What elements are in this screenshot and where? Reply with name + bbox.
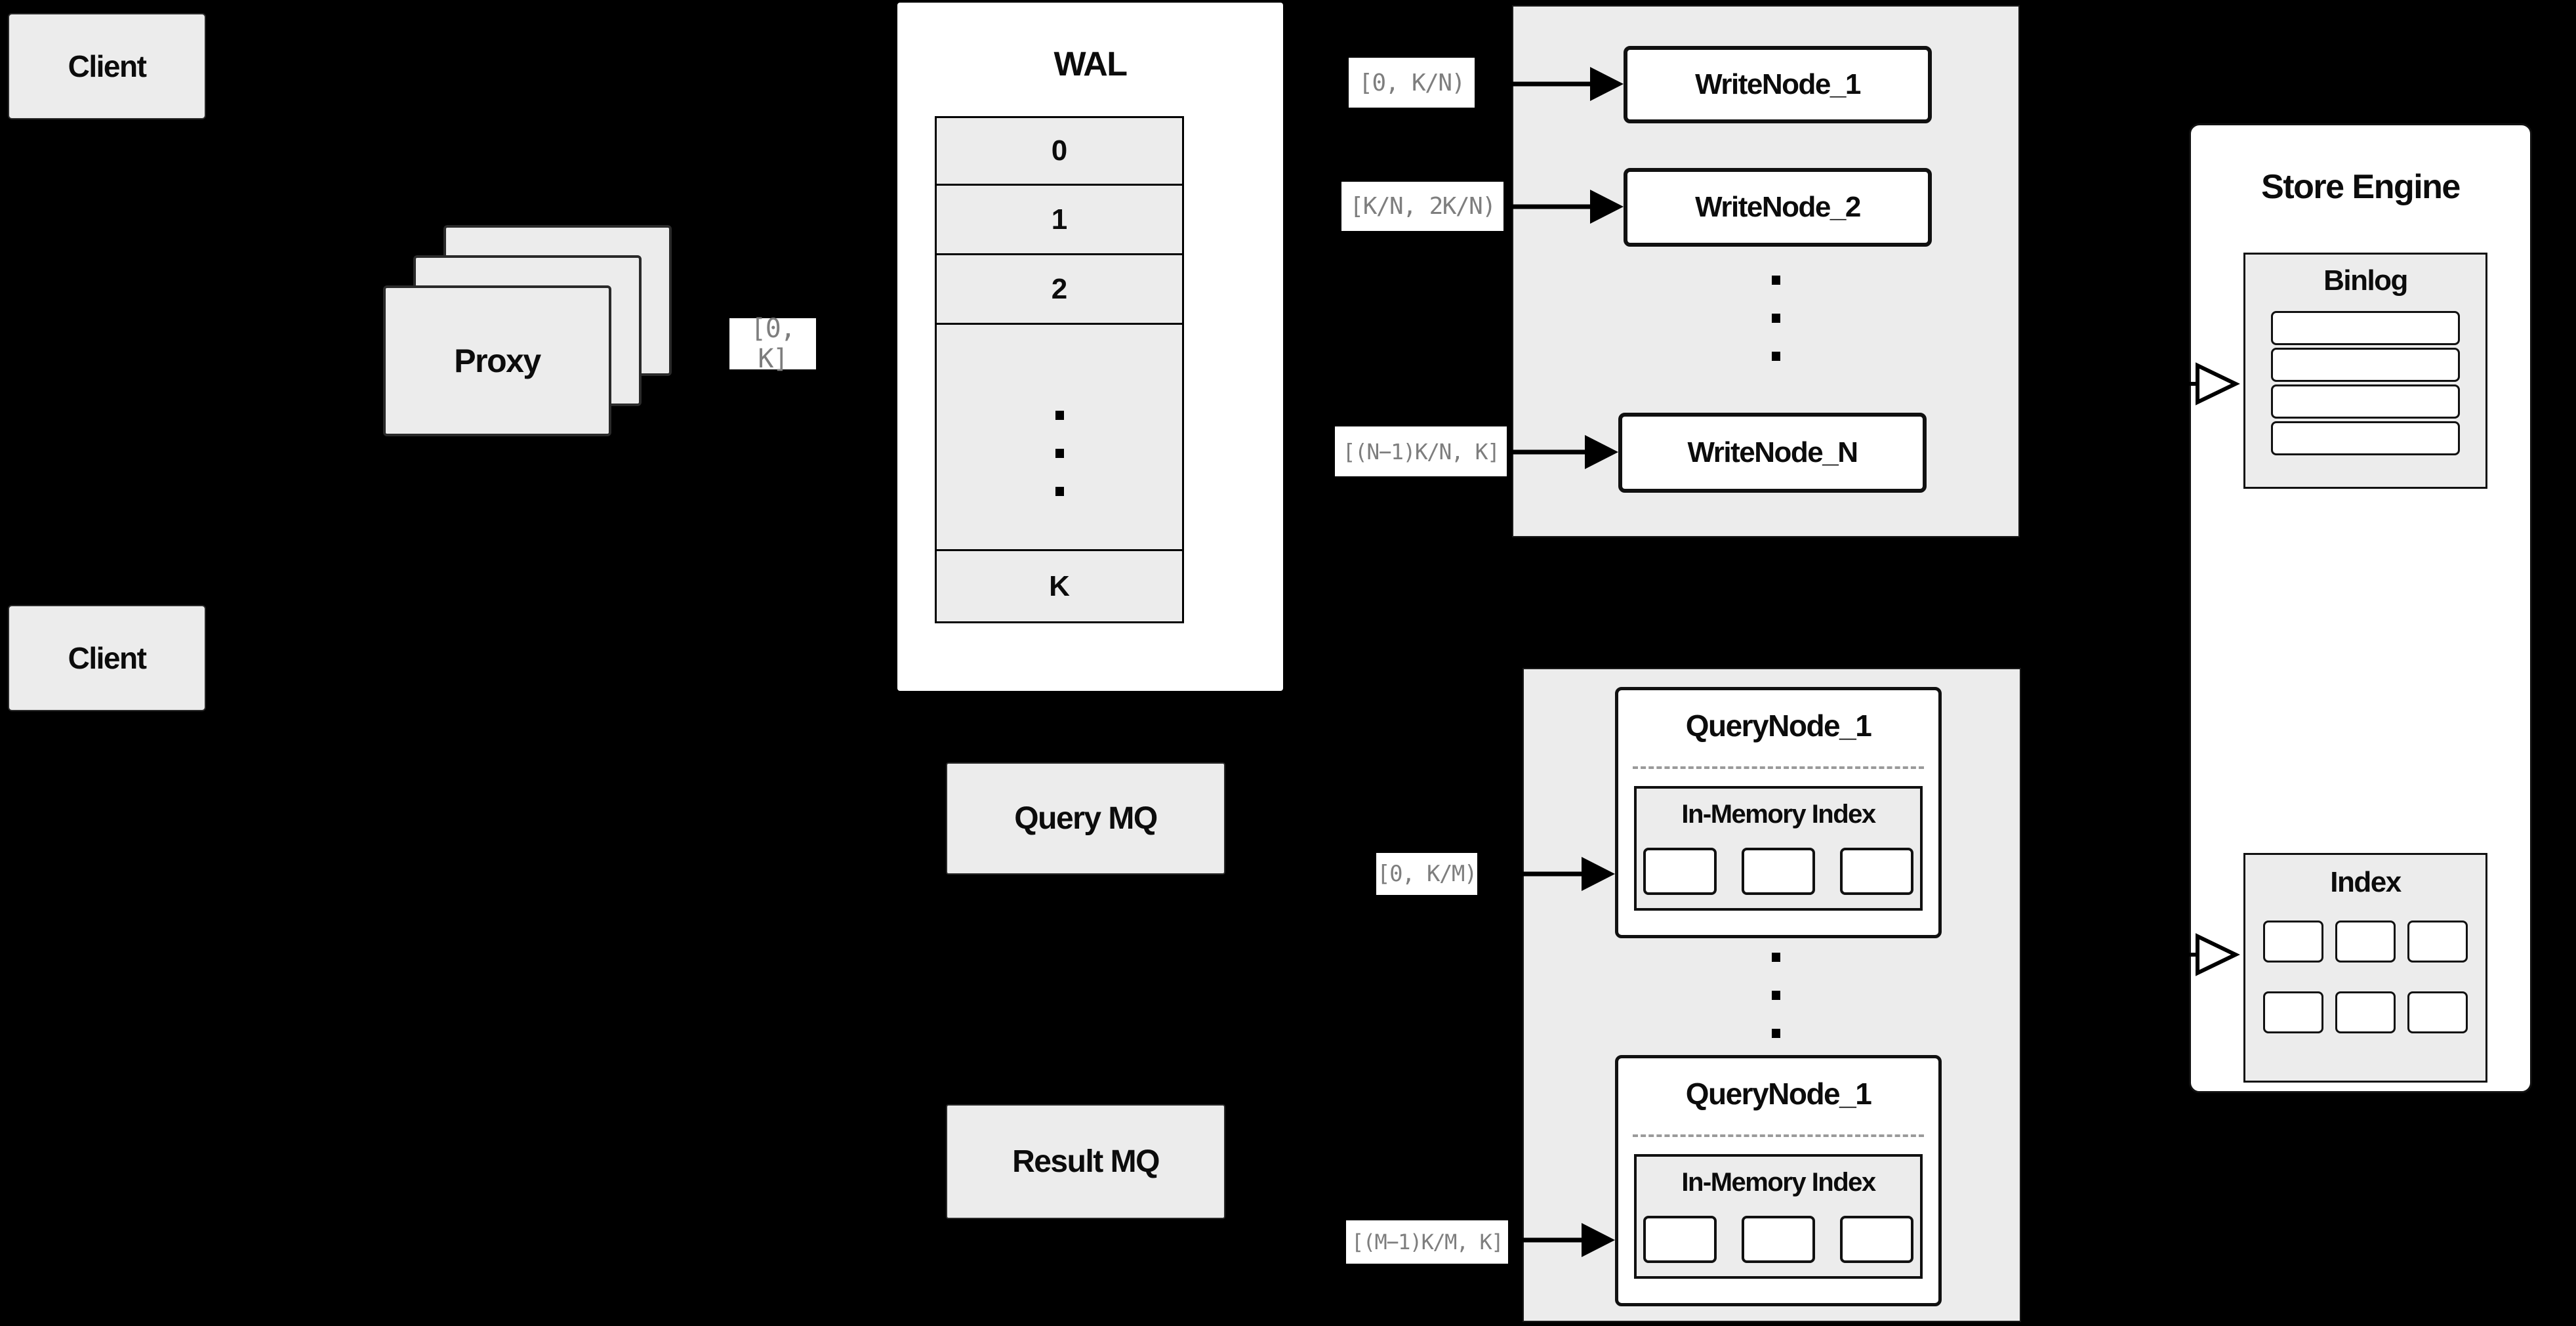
binlog-title: Binlog — [2323, 264, 2408, 297]
client-node-bottom: Client — [8, 605, 206, 711]
binlog-row — [2271, 348, 2460, 382]
binlog-box: Binlog — [2243, 253, 2487, 489]
client-node-top: Client — [8, 13, 206, 119]
wal-title-wrap: WAL — [897, 31, 1283, 97]
query-node-bottom-title-wrap: QueryNode_1 — [1618, 1058, 1938, 1129]
wal-ellipsis-dots — [937, 411, 1182, 496]
wal-row-1: 1 — [935, 184, 1184, 255]
query-mq-node: Query MQ — [946, 762, 1225, 875]
proxy-card-front: Proxy — [383, 285, 611, 436]
result-mq-label: Result MQ — [1012, 1144, 1160, 1179]
range-label-proxy-to-wal: [0, K] — [729, 314, 816, 374]
in-memory-index-bottom-title: In-Memory Index — [1681, 1167, 1876, 1197]
index-cell — [2407, 991, 2468, 1033]
range-label-query-1: [0, K/M) — [1376, 853, 1477, 895]
write-node-n-label: WriteNode_N — [1687, 436, 1858, 468]
binlog-title-wrap: Binlog — [2245, 255, 2485, 307]
in-memory-index-bottom: In-Memory Index — [1634, 1154, 1923, 1279]
binlog-row — [2271, 384, 2460, 419]
query-node-top: QueryNode_1 In-Memory Index — [1615, 687, 1942, 938]
wal-title: WAL — [1053, 45, 1128, 83]
query-node-bottom-divider — [1633, 1134, 1924, 1137]
index-cell — [1742, 1216, 1815, 1263]
index-cell — [1742, 848, 1815, 895]
in-memory-index-top-title: In-Memory Index — [1681, 799, 1876, 829]
in-memory-index-bottom-cells — [1637, 1216, 1920, 1263]
write-node-n: WriteNode_N — [1618, 413, 1927, 493]
client-bottom-label: Client — [68, 641, 147, 675]
write-node-ellipsis-dots — [1767, 276, 1784, 361]
store-engine-title-wrap: Store Engine — [2189, 154, 2532, 220]
wal-row-k: K — [935, 549, 1184, 623]
index-cells-row-2 — [2245, 991, 2485, 1033]
index-cell — [1643, 1216, 1717, 1263]
write-node-1-label: WriteNode_1 — [1695, 68, 1861, 100]
write-node-2: WriteNode_2 — [1624, 168, 1932, 247]
in-memory-index-top: In-Memory Index — [1634, 786, 1923, 911]
store-engine-title: Store Engine — [2261, 168, 2461, 206]
in-memory-index-top-cells — [1637, 848, 1920, 895]
index-title-wrap: Index — [2245, 855, 2485, 910]
index-cell — [1840, 1216, 1913, 1263]
wal-row-ellipsis — [935, 323, 1184, 551]
index-cell — [2407, 921, 2468, 963]
client-top-label: Client — [68, 49, 147, 83]
index-cell — [2263, 991, 2323, 1033]
in-memory-index-bottom-title-wrap: In-Memory Index — [1637, 1157, 1920, 1208]
index-cell — [2335, 921, 2396, 963]
binlog-rows — [2245, 311, 2485, 455]
index-cells-row-1 — [2245, 921, 2485, 963]
range-label-write-n: [(N−1)K/N, K] — [1335, 426, 1507, 476]
query-node-bottom: QueryNode_1 In-Memory Index — [1615, 1055, 1942, 1306]
binlog-row — [2271, 421, 2460, 455]
range-label-write-2: [K/N, 2K/N) — [1341, 182, 1503, 231]
index-cell — [1643, 848, 1717, 895]
proxy-label: Proxy — [454, 342, 541, 379]
wal-row-2: 2 — [935, 253, 1184, 325]
range-label-query-m: [(M−1)K/M, K] — [1346, 1220, 1508, 1264]
query-mq-label: Query MQ — [1014, 801, 1158, 836]
index-title: Index — [2330, 866, 2402, 898]
index-cell — [1840, 848, 1913, 895]
in-memory-index-top-title-wrap: In-Memory Index — [1637, 789, 1920, 840]
query-node-top-title-wrap: QueryNode_1 — [1618, 690, 1938, 761]
query-node-ellipsis-dots — [1767, 953, 1784, 1038]
query-node-bottom-title: QueryNode_1 — [1685, 1077, 1872, 1111]
index-cell — [2263, 921, 2323, 963]
write-node-1: WriteNode_1 — [1624, 46, 1932, 123]
index-box: Index — [2243, 853, 2487, 1083]
wal-row-0: 0 — [935, 116, 1184, 186]
write-node-2-label: WriteNode_2 — [1695, 191, 1861, 223]
binlog-row — [2271, 311, 2460, 345]
result-mq-node: Result MQ — [946, 1104, 1225, 1219]
range-label-write-1: [0, K/N) — [1349, 58, 1475, 108]
query-node-top-title: QueryNode_1 — [1685, 709, 1872, 743]
index-cell — [2335, 991, 2396, 1033]
query-node-top-divider — [1633, 766, 1924, 769]
